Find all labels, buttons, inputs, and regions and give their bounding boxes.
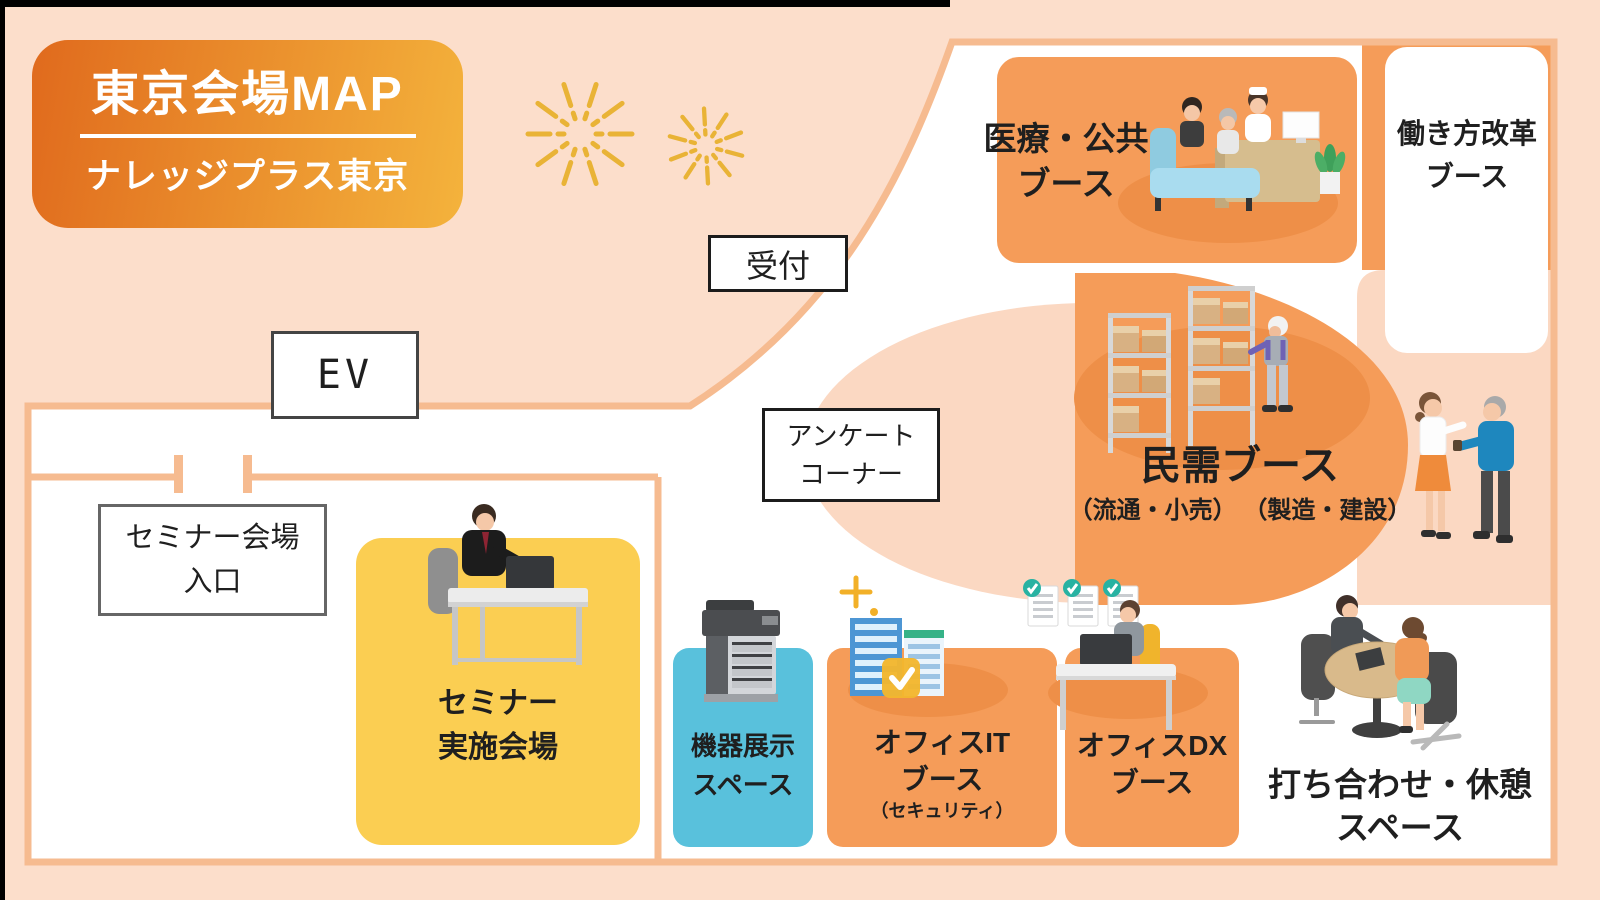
booth-label-medical-public: 医療・公共 ブース [983, 120, 1149, 202]
seminar-monitor-icon [506, 556, 554, 590]
firework-sparkle-small [667, 106, 745, 186]
sofa-icon [1150, 128, 1260, 211]
warehouse-shelves-illustration [1108, 286, 1293, 453]
booth-label-meeting-rest: 打ち合わせ・休憩 スペース [1268, 766, 1532, 846]
shelf-rack-right [1188, 286, 1255, 446]
screenshot-edge-left [0, 0, 5, 900]
page-title: 東京会場MAP [91, 68, 404, 122]
seminar-presenter-illustration [428, 504, 588, 665]
title-divider [79, 133, 416, 138]
workstyle-people-illustration [1415, 392, 1514, 543]
warehouse-worker-figure [1248, 316, 1293, 412]
shelf-rack-left [1108, 313, 1171, 453]
firework-sparkle-large [525, 82, 635, 186]
security-shield-icon [882, 658, 920, 698]
outer-wall [24, 38, 1558, 866]
door-jamb-right [243, 455, 252, 493]
medical-reception-illustration [1150, 87, 1346, 211]
printer-illustration [702, 600, 780, 702]
door-jamb-left [174, 455, 183, 493]
sparkle-icon [839, 575, 878, 616]
visitor-figures [1180, 97, 1239, 154]
seminar-hall-box [356, 538, 640, 845]
checked-documents-icon [1023, 579, 1139, 627]
workstyle-booth-box [1385, 47, 1548, 353]
screenshot-edge-top [0, 0, 950, 7]
booth-label-equipment-display: 機器展示 スペース [690, 731, 795, 800]
seminar-entrance-label: セミナー会場 入口 [98, 504, 327, 616]
dx-monitor-icon [1080, 634, 1132, 666]
reception-monitor-icon [1282, 111, 1320, 139]
page-subtitle: ナレッジプラス東京 [85, 156, 410, 196]
map-title-card: 東京会場MAP ナレッジプラス東京 [32, 40, 463, 228]
survey-corner-label: アンケート コーナー [762, 408, 940, 502]
booth-label-private-demand: 民需ブース [1141, 444, 1339, 488]
booth-label-private-demand-categories: （流通・小売） （製造・建設） [1068, 497, 1412, 524]
laptop-icon [1355, 647, 1385, 671]
office-buildings-illustration [839, 575, 944, 698]
booth-label-office-it: オフィスIT ブース （セキュリティ） [870, 727, 1014, 821]
reception-label: 受付 [708, 235, 848, 292]
plant-icon [1314, 144, 1346, 194]
booth-label-office-dx: オフィスDX ブース [1076, 730, 1228, 798]
seminar-room-walls [28, 473, 662, 862]
meeting-table-illustration [1299, 595, 1462, 751]
booth-label-seminar-hall: セミナー 実施会場 [438, 687, 558, 764]
booth-label-workstyle-reform: 働き方改革 ブース [1396, 118, 1537, 192]
office-dx-illustration [1023, 579, 1176, 730]
elevator-label: EV [271, 331, 419, 419]
